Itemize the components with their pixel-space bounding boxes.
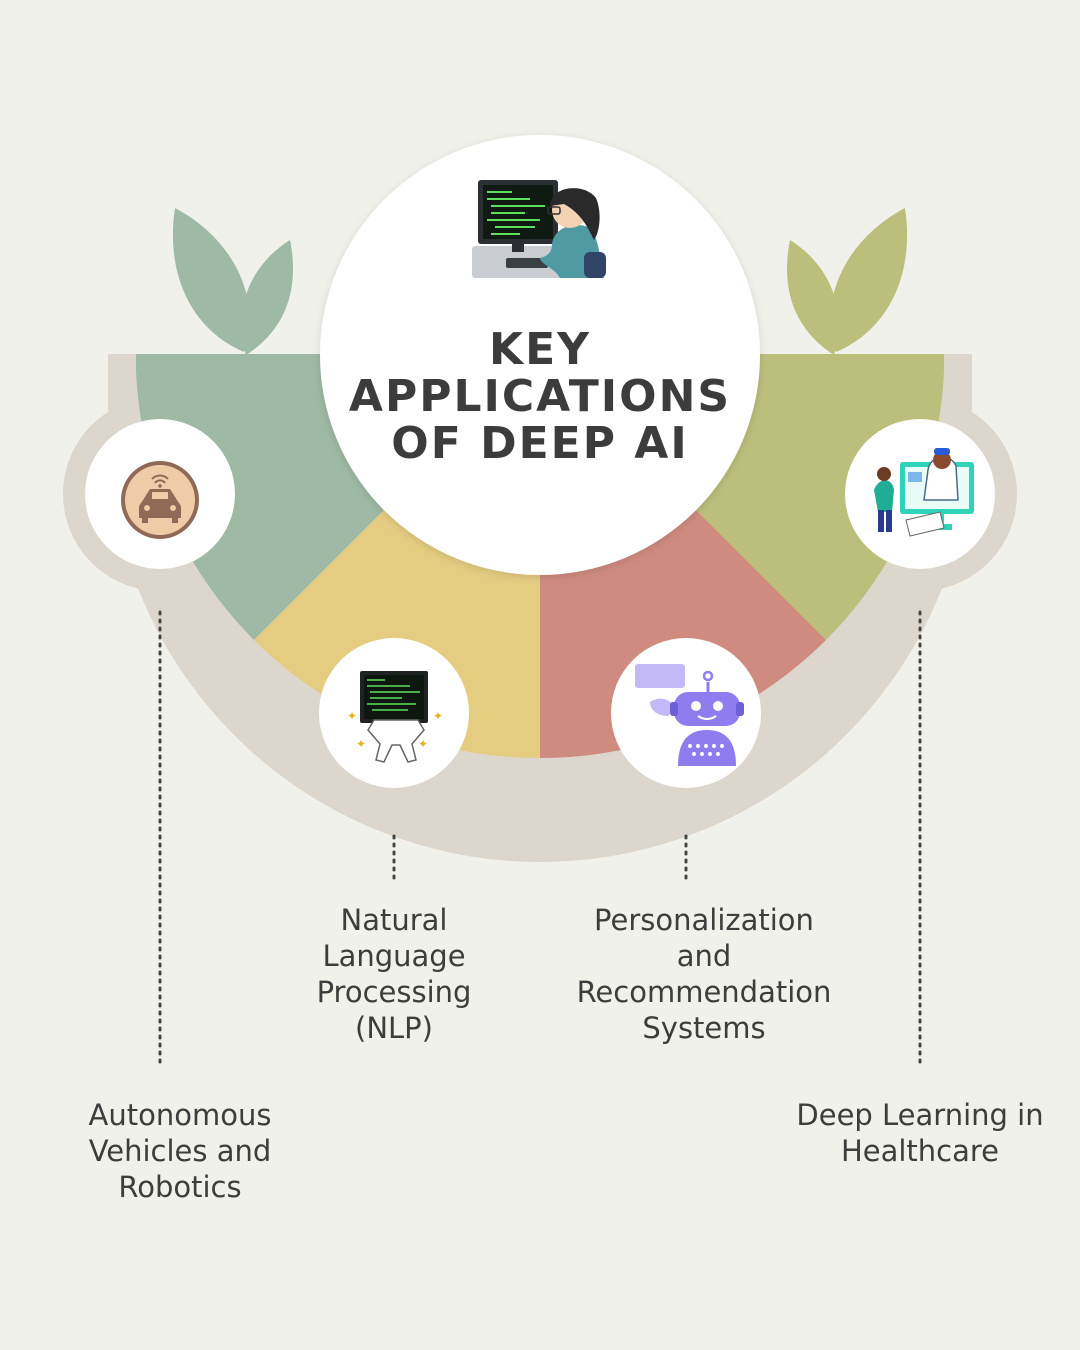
label-line: Natural <box>340 903 448 937</box>
title-line-2: APPLICATIONS <box>348 371 732 422</box>
label-line: Language <box>322 939 466 973</box>
dotted-connectors <box>158 610 922 1070</box>
label-line: Personalization <box>594 903 814 937</box>
icon-circle-nlp: ✦ ✦ ✦ ✦ <box>319 638 469 788</box>
svg-text:✦: ✦ <box>347 709 357 723</box>
label-line: Deep Learning in <box>796 1098 1044 1132</box>
label-line: and <box>676 939 732 973</box>
icon-circle-healthcare <box>845 419 995 569</box>
left-leaves <box>172 208 294 355</box>
label-line: Autonomous <box>88 1098 272 1132</box>
svg-text:✦: ✦ <box>433 709 443 723</box>
icon-circle-autonomous <box>85 419 235 569</box>
label-nlp: Natural Language Processing (NLP) <box>274 902 514 1046</box>
label-personalization: Personalization and Recommendation Syste… <box>549 902 859 1046</box>
label-healthcare: Deep Learning in Healthcare <box>770 1097 1070 1169</box>
page-title: KEY APPLICATIONS OF DEEP AI <box>330 326 750 467</box>
label-line: (NLP) <box>355 1011 433 1045</box>
label-line: Robotics <box>118 1170 242 1204</box>
label-line: Processing <box>316 975 472 1009</box>
telemedicine-doctor-icon <box>874 448 974 537</box>
label-line: Recommendation <box>576 975 832 1009</box>
svg-text:✦: ✦ <box>418 737 428 751</box>
title-circle <box>320 135 760 575</box>
icon-circle-personalization <box>611 638 761 788</box>
programmer-at-computer-icon <box>472 180 606 278</box>
label-autonomous: Autonomous Vehicles and Robotics <box>40 1097 320 1205</box>
title-line-3: OF DEEP AI <box>391 418 689 469</box>
chatbot-robot-icon <box>635 664 744 766</box>
autonomous-car-icon <box>121 461 199 539</box>
code-screen-icon: ✦ ✦ ✦ ✦ <box>347 671 443 763</box>
svg-text:✦: ✦ <box>356 737 366 751</box>
label-line: Healthcare <box>840 1134 1000 1168</box>
label-line: Vehicles and <box>88 1134 272 1168</box>
right-leaves <box>786 208 908 355</box>
title-line-1: KEY <box>488 324 591 375</box>
label-line: Systems <box>642 1011 766 1045</box>
